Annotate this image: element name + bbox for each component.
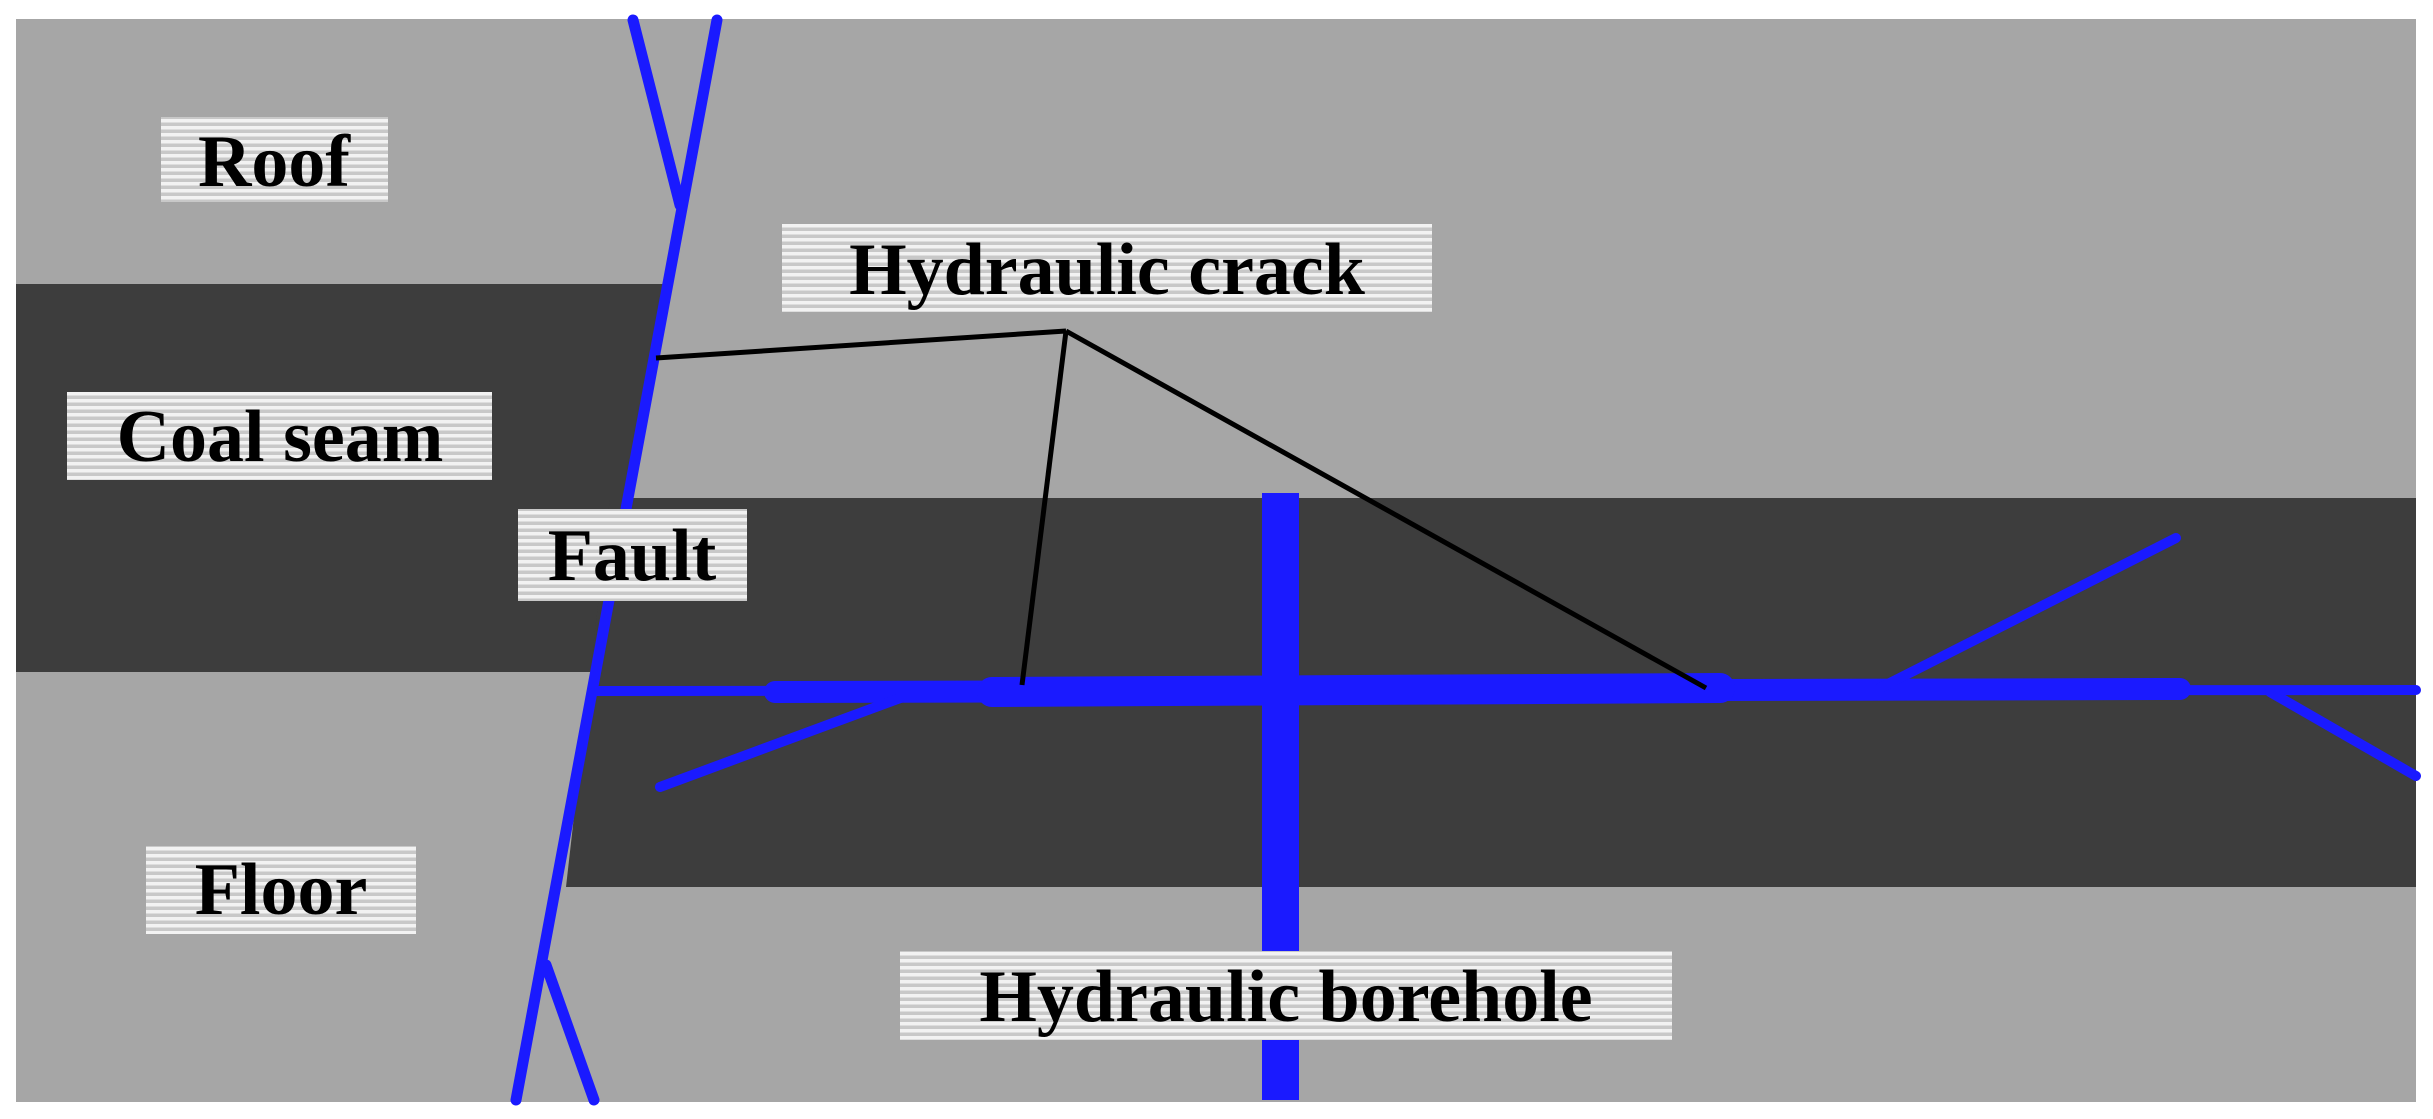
label-floor-text: Floor (195, 849, 368, 931)
label-fault-text: Fault (548, 515, 717, 597)
label-coal-seam: Coal seam (67, 392, 492, 480)
label-hydraulic-crack-text: Hydraulic crack (849, 229, 1366, 311)
label-hydraulic-borehole-text: Hydraulic borehole (979, 956, 1592, 1038)
label-coal-seam-text: Coal seam (117, 396, 444, 478)
label-fault: Fault (518, 509, 747, 601)
hydraulic-crack-lines (591, 533, 2421, 792)
label-roof: Roof (161, 117, 388, 203)
label-hydraulic-crack: Hydraulic crack (782, 224, 1432, 312)
label-roof-text: Roof (198, 121, 351, 203)
hydraulic-crack-leaders (655, 328, 1708, 691)
label-floor: Floor (146, 846, 416, 934)
label-hydraulic-borehole: Hydraulic borehole (900, 951, 1672, 1040)
